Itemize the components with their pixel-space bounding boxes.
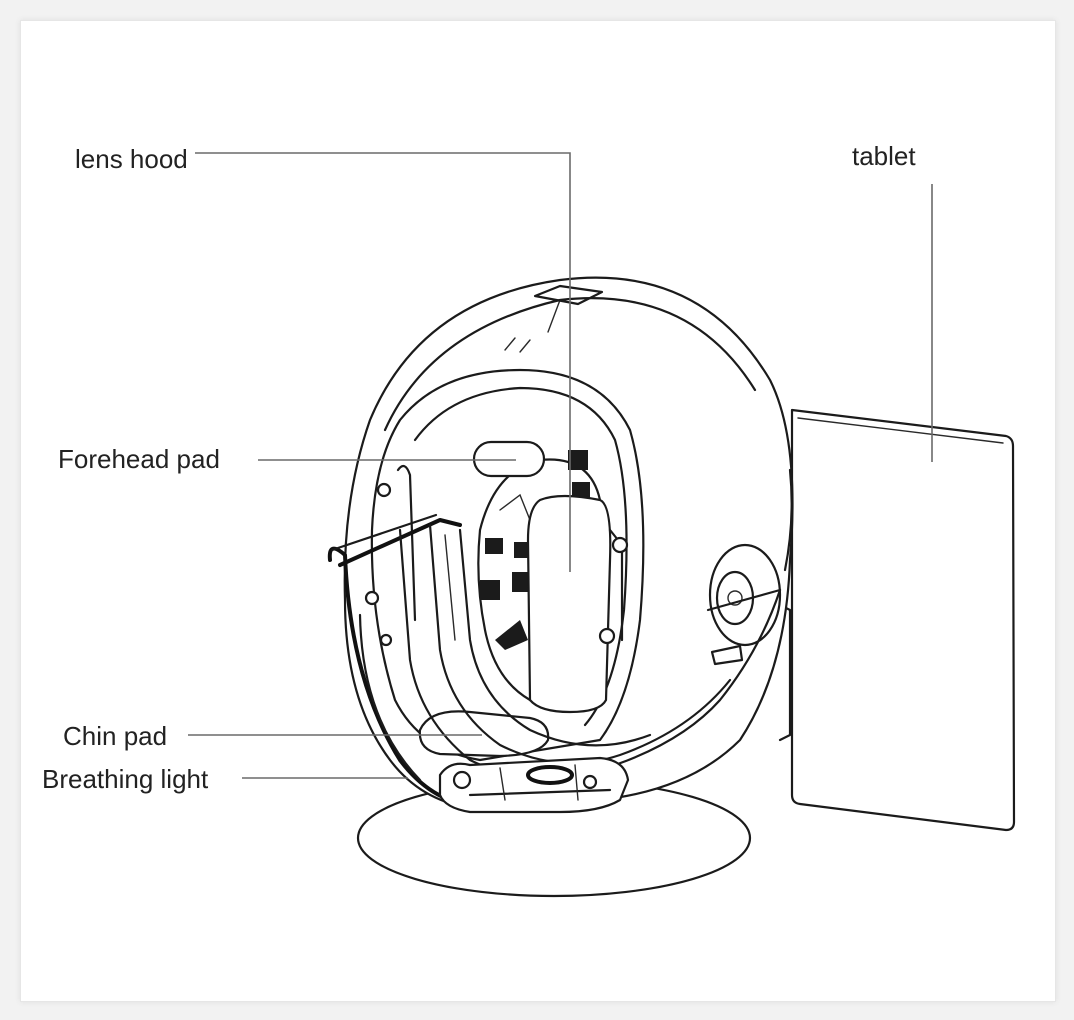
breathing-light-label: Breathing light bbox=[42, 764, 209, 794]
forehead-pad-label: Forehead pad bbox=[58, 444, 220, 474]
breathing-light-part bbox=[438, 756, 630, 814]
chin-pad-label: Chin pad bbox=[63, 721, 167, 751]
face-opening bbox=[364, 368, 645, 762]
tablet-label: tablet bbox=[852, 141, 916, 171]
tablet-device bbox=[768, 408, 1016, 832]
lens-hood-label: lens hood bbox=[75, 144, 188, 174]
lens-hood-leader bbox=[195, 152, 571, 572]
leader-lines bbox=[188, 152, 933, 779]
forehead-pad-part bbox=[472, 440, 546, 478]
